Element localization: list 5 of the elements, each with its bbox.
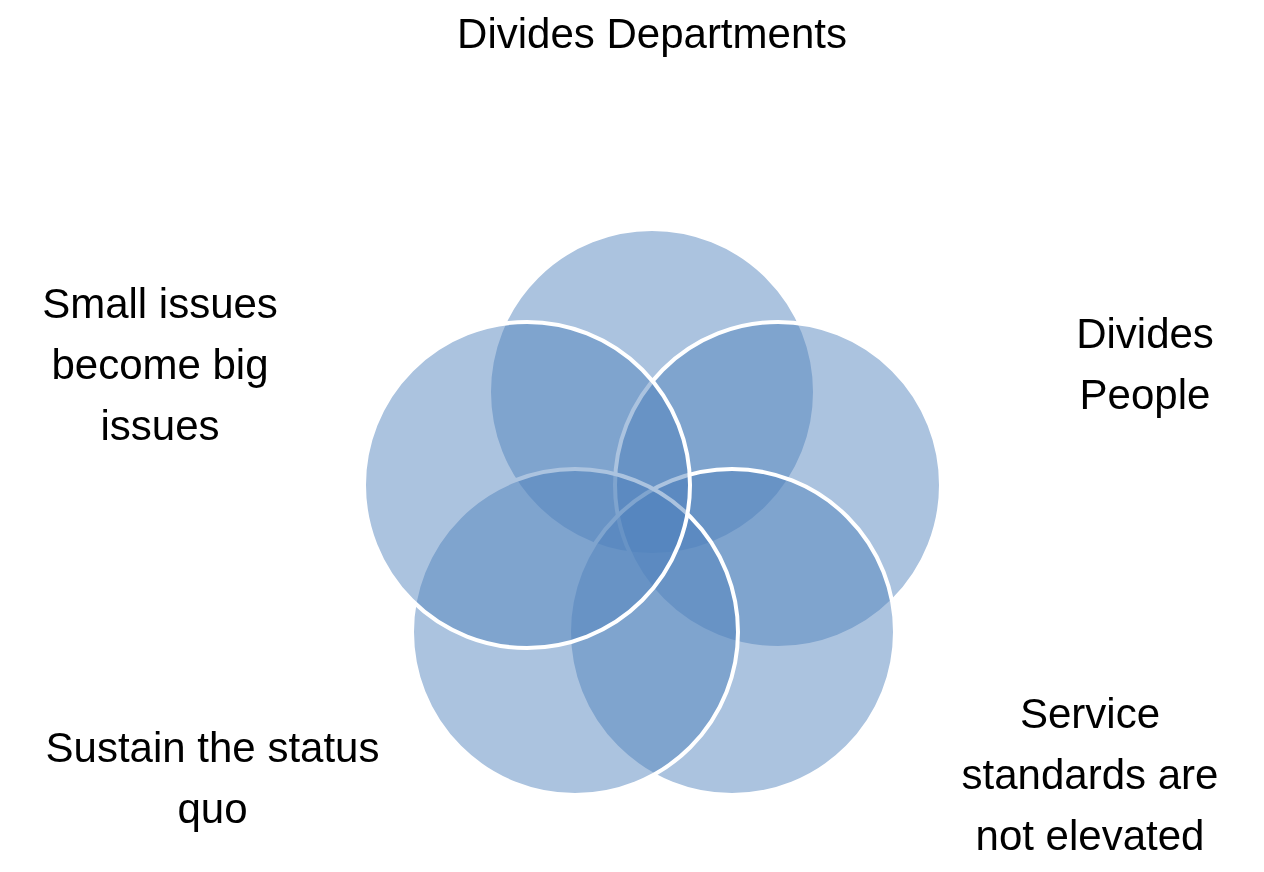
outer-label: Small issues become big issues [41,279,279,451]
outer-label: Sustain the status quo [44,723,381,834]
outer-label: Service standards are not elevated [960,689,1220,861]
outer-label: Divides Departments [456,9,848,59]
outer-label: Divides People [1075,309,1215,420]
